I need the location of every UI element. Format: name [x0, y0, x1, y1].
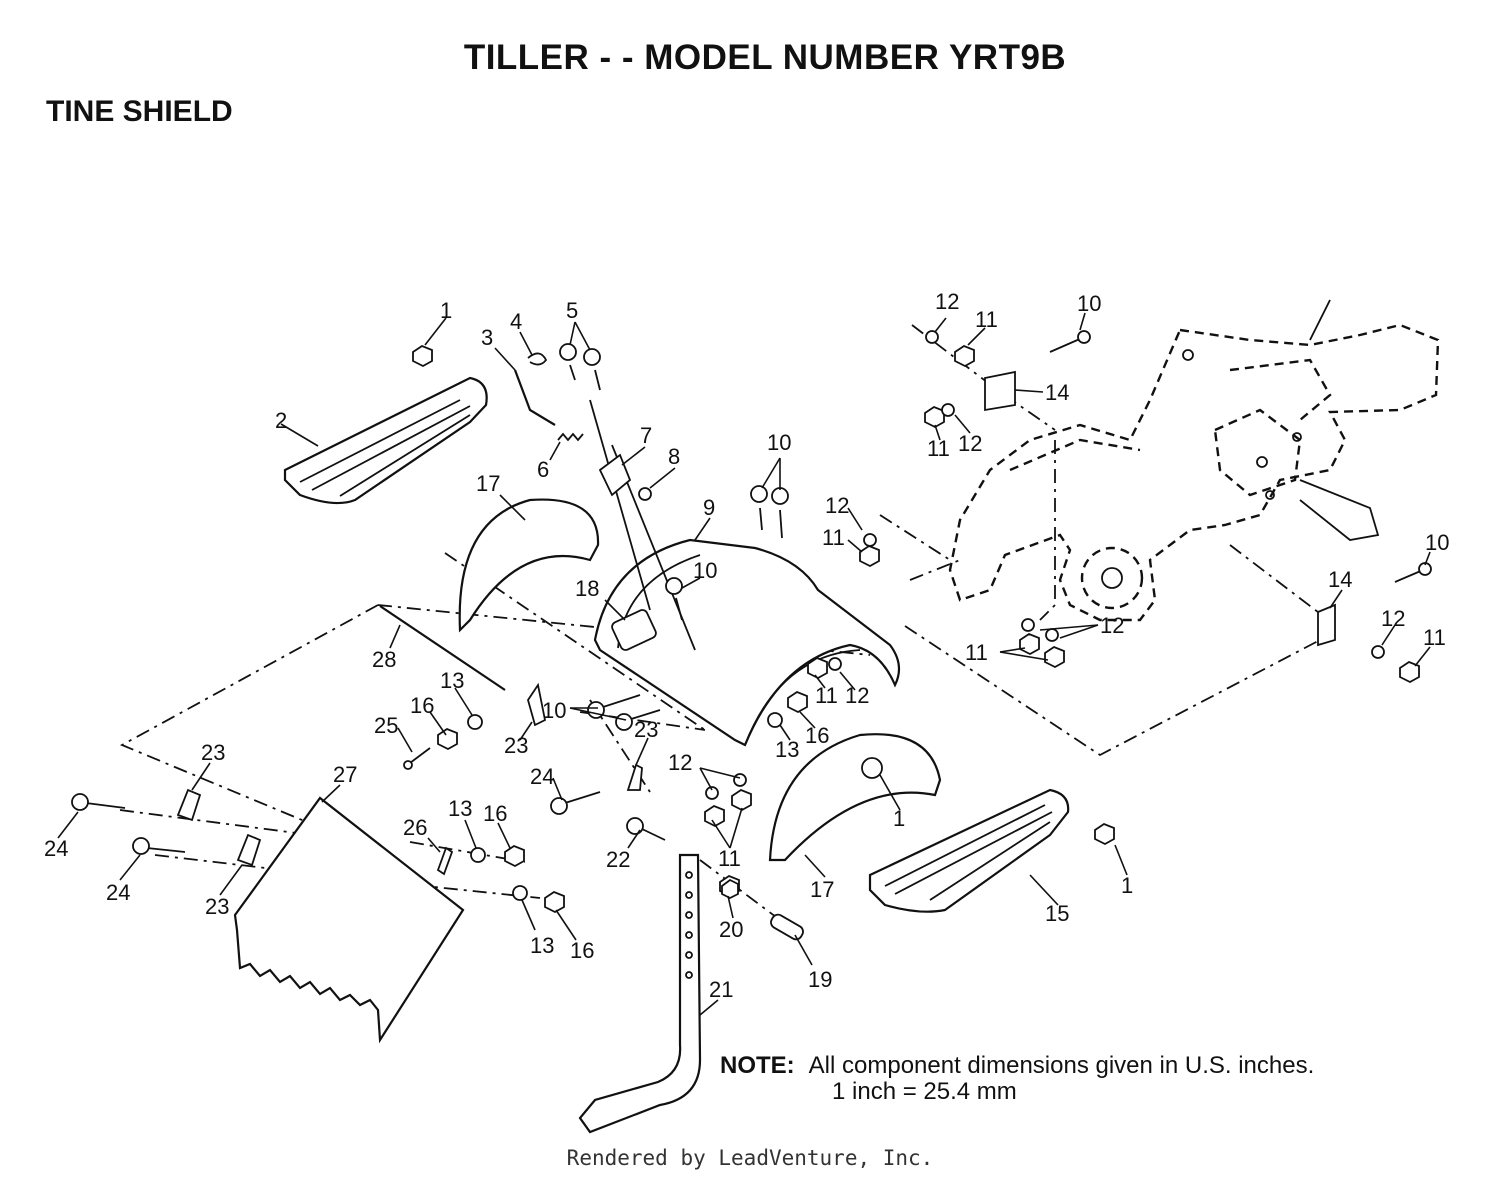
callout-21: 21: [709, 977, 733, 1002]
callout-13-d: 13: [775, 737, 799, 762]
callout-1: 1: [440, 298, 452, 323]
part-9-tine-shield-hood: [593, 538, 901, 747]
callout-19: 19: [808, 967, 832, 992]
part-15-right-step: [868, 788, 1070, 913]
callout-12-f: 12: [845, 683, 869, 708]
callout-1-c: 1: [1121, 873, 1133, 898]
callout-6: 6: [537, 457, 549, 482]
callout-11-b: 11: [927, 436, 950, 461]
callout-2: 2: [275, 408, 287, 433]
callout-12-c: 12: [825, 493, 849, 518]
callout-12-g: 12: [668, 750, 692, 775]
callout-10-e: 10: [542, 698, 566, 723]
leader-lines: [57, 312, 1431, 1016]
note-line-1: All component dimensions given in U.S. i…: [808, 1052, 1315, 1079]
callout-8: 8: [668, 444, 680, 469]
callout-12-d: 12: [1100, 613, 1124, 638]
callout-10-d: 10: [1425, 530, 1449, 555]
part-17-left-side-plate: [458, 498, 600, 633]
callout-4: 4: [510, 309, 522, 334]
callout-13-c: 13: [530, 933, 554, 958]
callout-12-b: 12: [958, 431, 982, 456]
callout-17-b: 17: [810, 877, 834, 902]
callout-11-g: 11: [718, 846, 741, 871]
callout-3: 3: [481, 325, 493, 350]
callout-23-c: 23: [504, 733, 528, 758]
part-2-left-step: [283, 376, 488, 505]
callout-13-b: 13: [448, 796, 472, 821]
callout-28: 28: [372, 647, 396, 672]
callout-18: 18: [575, 576, 599, 601]
note-line-2: 1 inch = 25.4 mm: [832, 1078, 1017, 1105]
callout-10-a: 10: [767, 430, 791, 455]
callout-16-c: 16: [570, 938, 594, 963]
callout-24-c: 24: [530, 764, 554, 789]
callout-25: 25: [374, 713, 398, 738]
callout-14-b: 14: [1328, 567, 1352, 592]
callout-24-a: 24: [44, 836, 68, 861]
callout-5: 5: [566, 298, 578, 323]
callout-11-a: 11: [975, 307, 998, 332]
callout-12-e: 12: [1381, 606, 1405, 631]
callout-17-a: 17: [476, 471, 500, 496]
brackets-14: [984, 370, 1336, 647]
callout-9: 9: [703, 495, 715, 520]
part-27-drag-bar: [233, 796, 465, 1044]
callout-11-e: 11: [965, 640, 988, 665]
part-17-right-side-plate: [768, 733, 942, 862]
callout-23-b: 23: [205, 894, 229, 919]
callout-11-c: 11: [822, 525, 845, 550]
section-title: TINE SHIELD: [46, 95, 233, 128]
callout-labels: 1 2 3 4 5 6 7 8 9 10 10 10 10 10 11 11 1…: [44, 289, 1449, 1002]
callout-13-a: 13: [440, 668, 464, 693]
callout-10-c: 10: [1077, 291, 1101, 316]
callout-11-d: 11: [1423, 625, 1446, 650]
callout-10-b: 10: [693, 558, 717, 583]
callout-22: 22: [606, 847, 630, 872]
callout-15: 15: [1045, 901, 1069, 926]
callout-16-d: 16: [805, 723, 829, 748]
callout-16-b: 16: [483, 801, 507, 826]
render-credit: Rendered by LeadVenture, Inc.: [566, 1146, 934, 1170]
page-title: TILLER - - MODEL NUMBER YRT9B: [463, 38, 1067, 77]
callout-23-a: 23: [201, 740, 225, 765]
tiller-frame-outline: [948, 299, 1440, 622]
part-21-depth-bar: [578, 853, 702, 1134]
callout-12-a: 12: [935, 289, 959, 314]
callout-23-d: 23: [634, 717, 658, 742]
callout-20: 20: [719, 917, 743, 942]
callout-24-b: 24: [106, 880, 130, 905]
callout-14-a: 14: [1045, 380, 1069, 405]
callout-7: 7: [640, 423, 652, 448]
note-label: NOTE:: [720, 1052, 795, 1079]
callout-11-f: 11: [815, 683, 838, 708]
callout-1-b: 1: [893, 806, 905, 831]
units-note: NOTE: All component dimensions given in U…: [720, 1052, 1315, 1105]
callout-26: 26: [403, 815, 427, 840]
callout-16-a: 16: [410, 693, 434, 718]
hardware: [71, 330, 1432, 914]
callout-27: 27: [333, 762, 357, 787]
